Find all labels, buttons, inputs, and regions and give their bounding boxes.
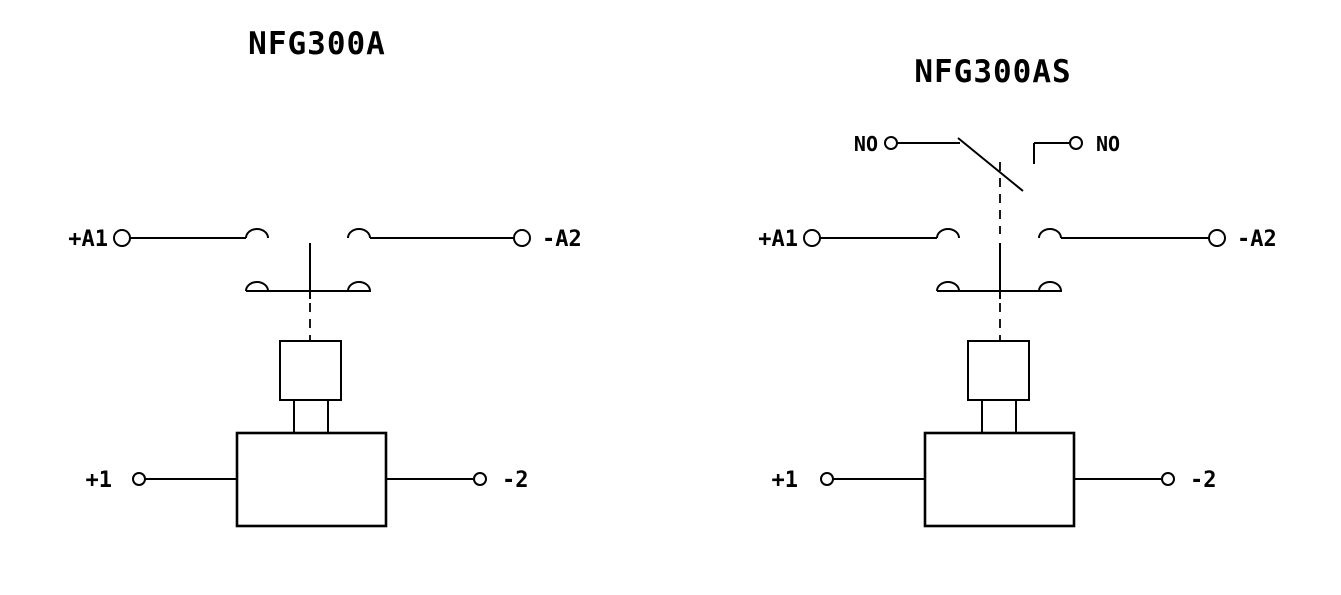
- contact-dome-right: [1038, 228, 1062, 239]
- terminal-circle-1-left: [132, 472, 146, 486]
- terminal-label-a2-left: -A2: [542, 227, 582, 252]
- contact-dome-left: [245, 228, 269, 239]
- terminal-label-a2-right: -A2: [1237, 227, 1277, 252]
- terminal-circle-a2-left: [513, 229, 531, 247]
- terminal-circle-2-right: [1161, 472, 1175, 486]
- terminal-label-2-right: -2: [1190, 468, 1217, 493]
- coil-body-left: [235, 431, 388, 528]
- contact-dome-left: [245, 281, 269, 292]
- aux-label-no-right: NO: [1096, 132, 1120, 156]
- coil-body-right: [923, 431, 1076, 528]
- terminal-circle-1-right: [820, 472, 834, 486]
- diagram-nfg300as: NFG300AS NO NO +A1 -A2: [758, 54, 1277, 528]
- terminal-circle-a2-right: [1208, 229, 1226, 247]
- terminal-circle-2-left: [473, 472, 487, 486]
- terminal-circle-a1-right: [803, 229, 821, 247]
- terminal-label-1-right: +1: [772, 468, 799, 493]
- contact-dome-right: [936, 228, 960, 239]
- diagram-nfg300a: NFG300A +A1 -A2 +1: [68, 26, 582, 528]
- diagram-title-left: NFG300A: [248, 26, 386, 62]
- switch-blade: [957, 137, 1024, 192]
- armature-box-right: [967, 340, 1030, 401]
- terminal-circle-no-right: [1069, 136, 1083, 150]
- contact-dome-right: [936, 281, 960, 292]
- terminal-circle-a1-left: [113, 229, 131, 247]
- diagram-title-right: NFG300AS: [914, 54, 1071, 90]
- contact-dome-left: [347, 281, 371, 292]
- terminal-circle-no-left: [884, 136, 898, 150]
- contact-dome-right: [1038, 281, 1062, 292]
- aux-label-no-left: NO: [854, 132, 878, 156]
- contact-dome-left: [347, 228, 371, 239]
- terminal-label-a1-left: +A1: [68, 227, 108, 252]
- terminal-label-1-left: +1: [86, 468, 113, 493]
- terminal-label-2-left: -2: [502, 468, 529, 493]
- terminal-label-a1-right: +A1: [758, 227, 798, 252]
- armature-box-left: [279, 340, 342, 401]
